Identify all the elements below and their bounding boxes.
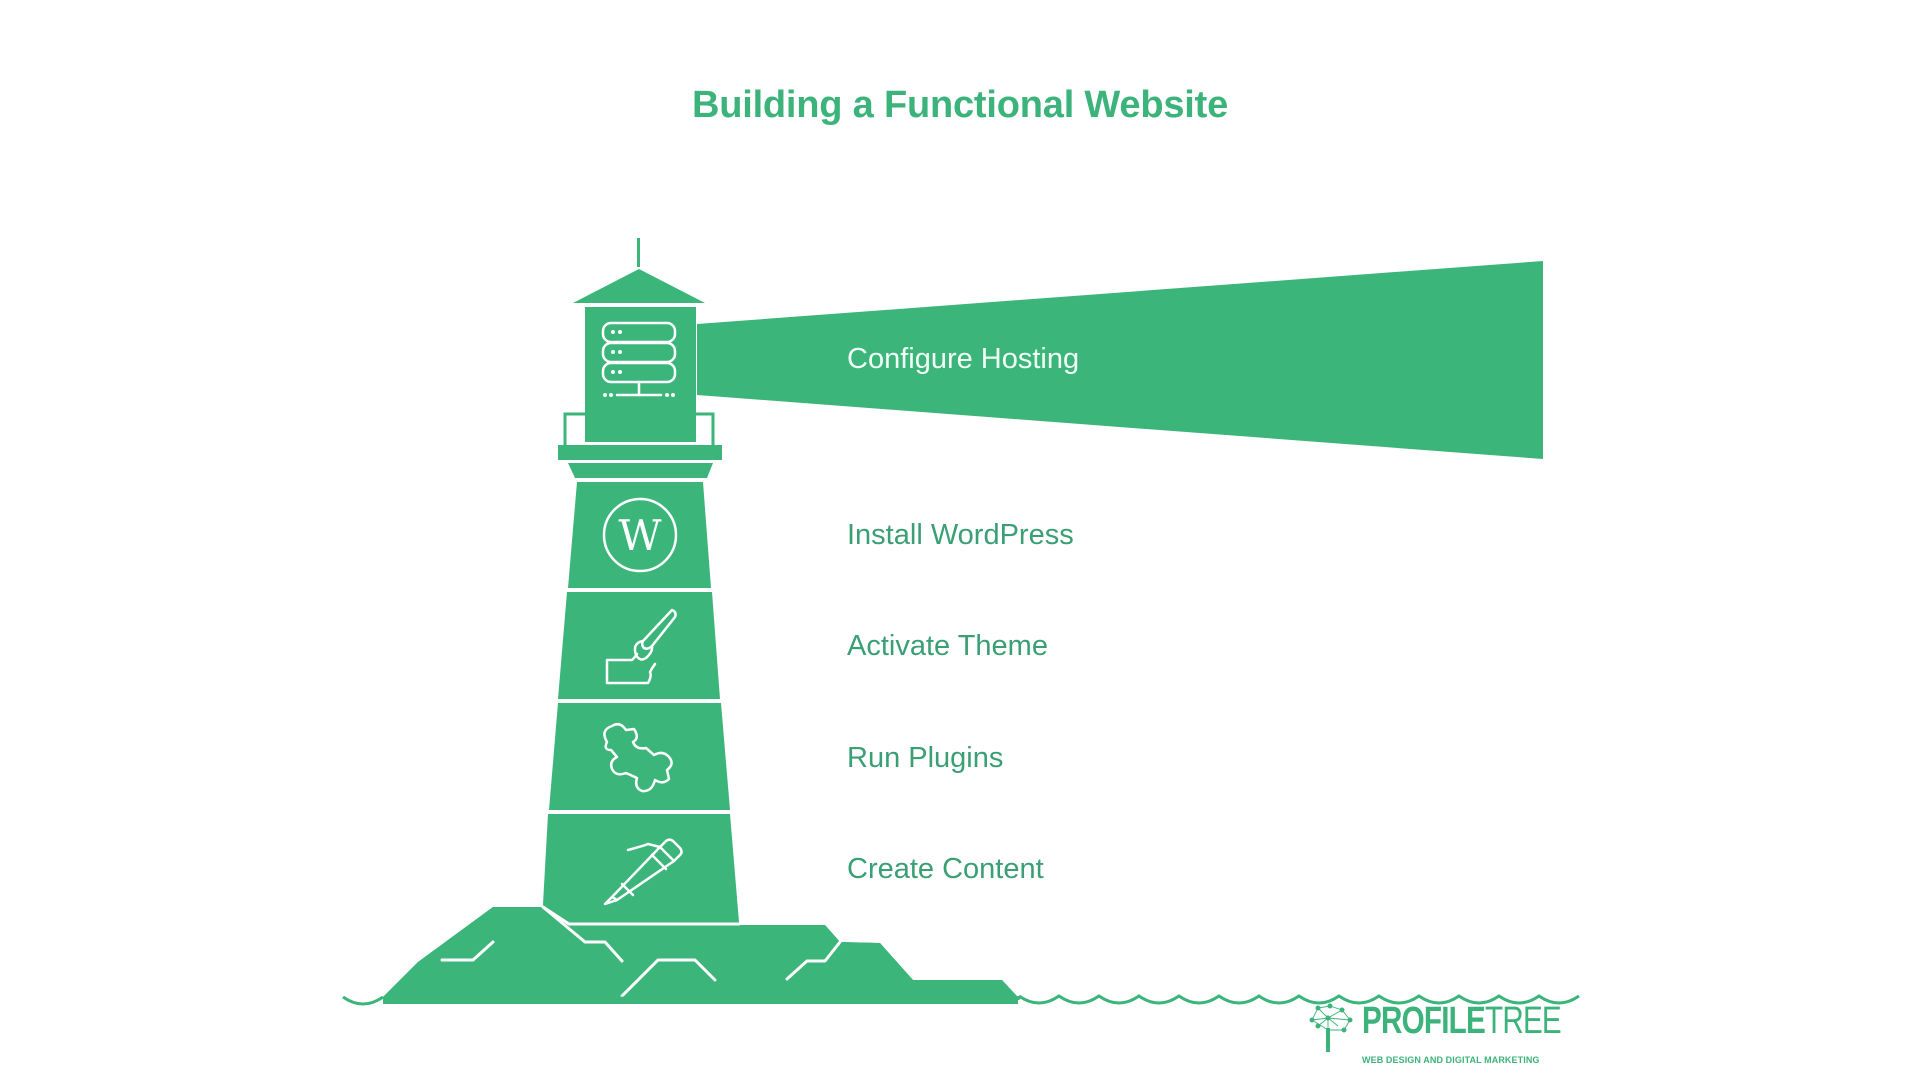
profiletree-tree-icon bbox=[1309, 1003, 1353, 1052]
step-label-run-plugins: Run Plugins bbox=[847, 742, 1004, 774]
tower-section-3 bbox=[549, 703, 730, 810]
tower-section-2 bbox=[558, 592, 720, 699]
water-waves bbox=[342, 994, 1580, 1006]
gallery-support bbox=[568, 463, 713, 478]
gallery-railing bbox=[563, 412, 715, 445]
rock-detail-line bbox=[541, 905, 624, 963]
rock-base bbox=[383, 907, 1018, 1004]
server-icon-dots bbox=[603, 330, 675, 397]
logo-brand-bold: PROFILE bbox=[1362, 1000, 1486, 1042]
logo-tagline: WEB DESIGN AND DIGITAL MARKETING bbox=[1362, 1055, 1540, 1065]
pencil-icon bbox=[603, 838, 683, 906]
puzzle-piece-icon bbox=[603, 722, 673, 793]
tower-section-1 bbox=[568, 482, 711, 588]
step-label-configure-hosting: Configure Hosting bbox=[847, 343, 1080, 375]
step-label-activate-theme: Activate Theme bbox=[847, 630, 1048, 662]
logo-wordmark: PROFILETREE bbox=[1362, 1000, 1562, 1042]
paint-brush-icon bbox=[605, 608, 677, 685]
rock-detail-line bbox=[620, 958, 717, 998]
wordpress-icon-letter: W bbox=[618, 511, 662, 560]
rock-detail-line bbox=[785, 940, 842, 981]
diagram-title: Building a Functional Website bbox=[691, 84, 1229, 126]
lantern-roof bbox=[573, 269, 705, 303]
wordpress-icon bbox=[602, 497, 678, 573]
logo-brand-light: TREE bbox=[1484, 1000, 1562, 1042]
lantern-room bbox=[585, 307, 696, 442]
server-icon bbox=[601, 321, 677, 397]
step-label-create-content: Create Content bbox=[847, 853, 1044, 885]
gallery-platform bbox=[558, 445, 722, 460]
rock-detail-line bbox=[440, 940, 495, 962]
antenna bbox=[637, 238, 640, 267]
light-beam bbox=[697, 261, 1543, 459]
profiletree-logo: PROFILETREE WEB DESIGN AND DIGITAL MARKE… bbox=[1305, 1000, 1565, 1067]
step-label-install-wordpress: Install WordPress bbox=[847, 519, 1074, 551]
